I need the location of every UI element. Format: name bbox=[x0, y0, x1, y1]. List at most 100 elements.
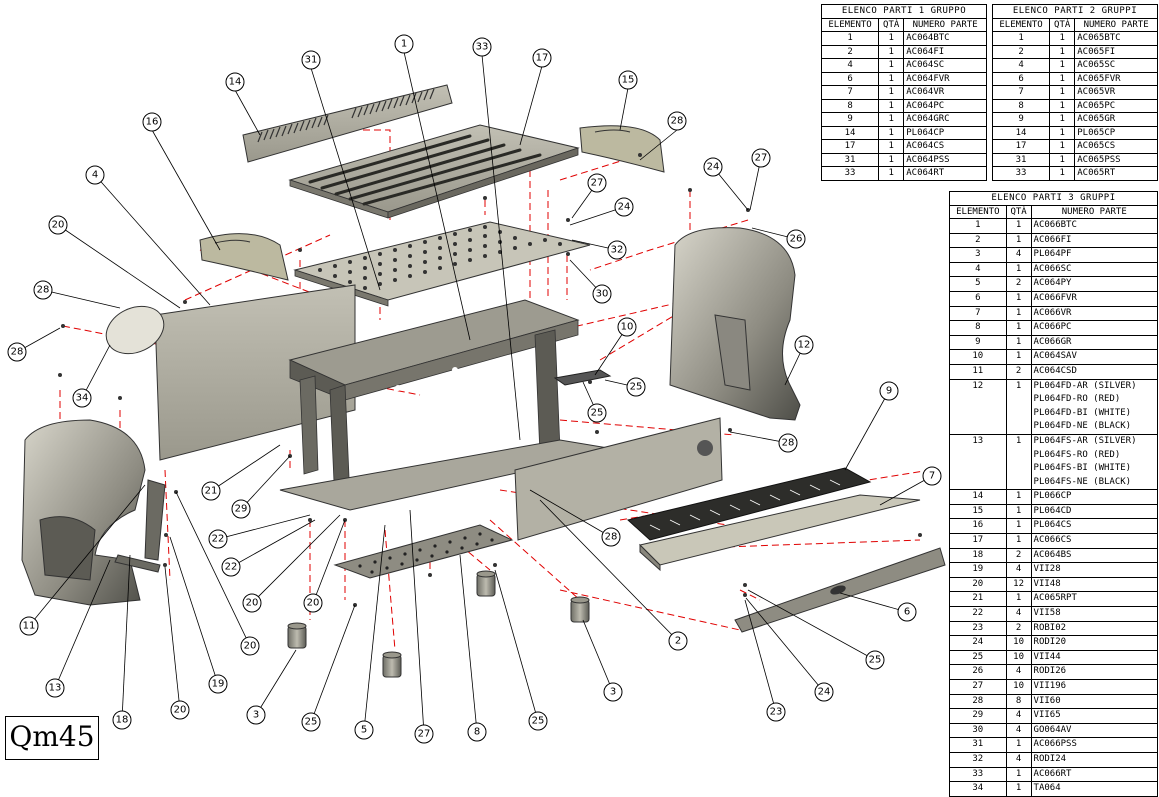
table-title: ELENCO PARTI 1 GRUPPO bbox=[821, 4, 987, 19]
element-cell: 8 bbox=[949, 320, 1007, 336]
element-cell: 9 bbox=[991, 112, 1051, 127]
quantity-cell: 1 bbox=[1005, 503, 1032, 520]
part-number-line: PL066CP bbox=[1033, 491, 1072, 502]
leader-lines bbox=[16, 51, 933, 735]
quantity-cell: 1 bbox=[1005, 766, 1032, 783]
part-7-drip-tray bbox=[639, 494, 921, 572]
element-cell: 6 bbox=[991, 71, 1051, 86]
part-number-cell: AC064BTC bbox=[903, 31, 987, 46]
callout-25-e: 25 bbox=[301, 712, 321, 732]
part-number-line: AC066PC bbox=[1033, 322, 1072, 333]
svg-text:25: 25 bbox=[305, 717, 318, 728]
svg-text:27: 27 bbox=[591, 178, 604, 189]
part-number-cell: AC066SC bbox=[1030, 261, 1159, 278]
element-cell: 18 bbox=[949, 547, 1007, 564]
callout-10: 10 bbox=[617, 317, 637, 337]
part-number-cell: RODI24 bbox=[1030, 751, 1159, 768]
part-number-line: RODI20 bbox=[1033, 637, 1067, 648]
element-cell: 31 bbox=[820, 152, 880, 167]
element-cell: 8 bbox=[991, 98, 1051, 113]
element-cell: 29 bbox=[949, 708, 1007, 724]
svg-text:2: 2 bbox=[675, 636, 681, 647]
callout-31: 31 bbox=[301, 50, 321, 70]
part-6-front-bar bbox=[734, 547, 946, 633]
element-cell: 16 bbox=[949, 518, 1007, 535]
quantity-cell: 4 bbox=[1005, 562, 1032, 578]
element-cell: 1 bbox=[820, 31, 880, 46]
svg-text:14: 14 bbox=[229, 77, 242, 88]
svg-text:5: 5 bbox=[361, 725, 367, 736]
part-number-cell: AC065PSS bbox=[1074, 152, 1158, 167]
callout-27-b: 27 bbox=[751, 148, 771, 168]
part-number-cell: AC065RPT bbox=[1030, 591, 1159, 608]
element-cell: 5 bbox=[949, 276, 1007, 292]
callout-20-a: 20 bbox=[48, 215, 68, 235]
part-number-line: VII60 bbox=[1033, 695, 1061, 706]
element-cell: 4 bbox=[949, 261, 1007, 278]
element-cell: 3 bbox=[949, 247, 1007, 263]
quantity-cell: 1 bbox=[878, 125, 905, 140]
quantity-cell: 1 bbox=[878, 58, 905, 73]
svg-text:28: 28 bbox=[37, 285, 50, 296]
part-8-lower-tray bbox=[333, 524, 514, 579]
part-number-cell: AC065BTC bbox=[1074, 31, 1158, 46]
element-cell: 14 bbox=[949, 489, 1007, 505]
element-cell: 23 bbox=[949, 620, 1007, 637]
svg-text:20: 20 bbox=[307, 598, 320, 609]
part-10-plate bbox=[553, 369, 612, 386]
quantity-cell: 1 bbox=[878, 112, 905, 127]
element-cell: 12 bbox=[949, 378, 1007, 435]
svg-text:25: 25 bbox=[532, 716, 545, 727]
quantity-cell: 1 bbox=[1005, 349, 1032, 365]
quantity-cell: 1 bbox=[1005, 334, 1032, 351]
callout-27-c: 27 bbox=[414, 724, 434, 744]
element-cell: 24 bbox=[949, 635, 1007, 651]
column-header: QTÀ bbox=[878, 17, 905, 32]
element-cell: 1 bbox=[991, 31, 1051, 46]
part-number-cell: AC064PC bbox=[903, 98, 987, 113]
callout-28-d: 28 bbox=[778, 433, 798, 453]
svg-text:32: 32 bbox=[611, 245, 624, 256]
element-cell: 6 bbox=[820, 71, 880, 86]
callout-6: 6 bbox=[897, 602, 917, 622]
column-header: NUMERO PARTE bbox=[903, 17, 987, 32]
part-9-drip-grid bbox=[626, 467, 872, 541]
element-cell: 21 bbox=[949, 591, 1007, 608]
callout-24-a: 24 bbox=[614, 197, 634, 217]
svg-text:25: 25 bbox=[630, 382, 643, 393]
quantity-cell: 1 bbox=[878, 139, 905, 154]
svg-text:18: 18 bbox=[116, 715, 129, 726]
part-number-line: GO064AV bbox=[1033, 724, 1072, 735]
part-number-line: AC064BS bbox=[1033, 549, 1072, 560]
quantity-cell: 1 bbox=[1005, 320, 1032, 336]
quantity-cell: 8 bbox=[1005, 693, 1032, 710]
svg-text:24: 24 bbox=[707, 162, 720, 173]
part-number-line: ROBI02 bbox=[1033, 622, 1067, 633]
part-1-frame bbox=[288, 299, 580, 506]
quantity-cell: 1 bbox=[1049, 31, 1076, 46]
part-number-cell: AC065VR bbox=[1074, 85, 1158, 100]
part-number-line: AC066FI bbox=[1033, 234, 1072, 245]
callout-12: 12 bbox=[794, 335, 814, 355]
part-number-cell: AC064VR bbox=[903, 85, 987, 100]
callout-14: 14 bbox=[225, 72, 245, 92]
callout-34: 34 bbox=[72, 388, 92, 408]
